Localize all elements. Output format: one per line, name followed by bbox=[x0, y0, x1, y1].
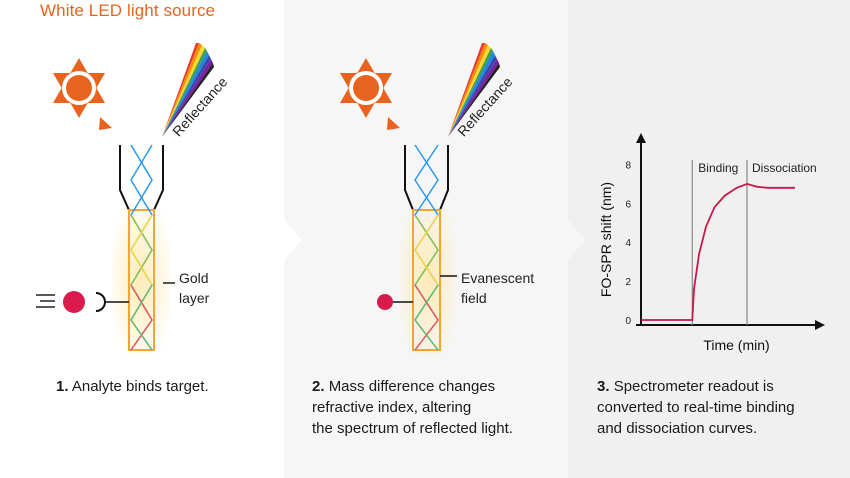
evanescent-field-label: Evanescent field bbox=[461, 270, 535, 306]
region-label-binding: Binding bbox=[698, 161, 738, 175]
chevron-divider-1 bbox=[284, 0, 302, 478]
y-tick-label: 8 bbox=[625, 160, 631, 171]
bound-analyte-icon bbox=[377, 294, 413, 310]
y-tick-label: 0 bbox=[625, 316, 631, 327]
y-tick-label: 2 bbox=[625, 277, 631, 288]
y-tick-label: 4 bbox=[625, 238, 631, 249]
caption-step-2: 2. Mass difference changes refractive in… bbox=[312, 378, 513, 437]
series-line bbox=[641, 182, 795, 321]
y-axis-arrow-icon bbox=[636, 133, 646, 143]
optical-fiber-probe-2 bbox=[400, 144, 457, 355]
led-sun-icon bbox=[53, 58, 105, 118]
page-title: White LED light source bbox=[40, 1, 216, 20]
region-label-dissociation: Dissociation bbox=[752, 161, 817, 175]
panel-step-3 bbox=[568, 0, 850, 478]
analyte-molecule-icon bbox=[36, 291, 85, 313]
reflectance-spectrum-fan-icon-2 bbox=[448, 43, 500, 137]
incident-light-arrow-icon-2 bbox=[387, 117, 400, 130]
caption-step-1: 1. Analyte binds target. bbox=[56, 378, 209, 395]
led-sun-icon-2 bbox=[340, 58, 392, 118]
receptor-target-icon bbox=[95, 292, 129, 312]
reflectance-spectrum-fan-icon bbox=[162, 43, 214, 137]
caption-step-3: 3. Spectrometer readout is converted to … bbox=[597, 378, 795, 437]
optical-fiber-probe-1 bbox=[112, 144, 175, 355]
y-axis-label: FO-SPR shift (nm) bbox=[598, 182, 614, 297]
x-axis-arrow-icon bbox=[815, 320, 825, 330]
gold-layer-label: Gold layer bbox=[179, 270, 210, 306]
y-tick-label: 6 bbox=[625, 199, 631, 210]
incident-light-arrow-icon bbox=[99, 117, 112, 130]
chevron-divider-2 bbox=[568, 0, 586, 478]
x-axis-label: Time (min) bbox=[703, 337, 769, 353]
